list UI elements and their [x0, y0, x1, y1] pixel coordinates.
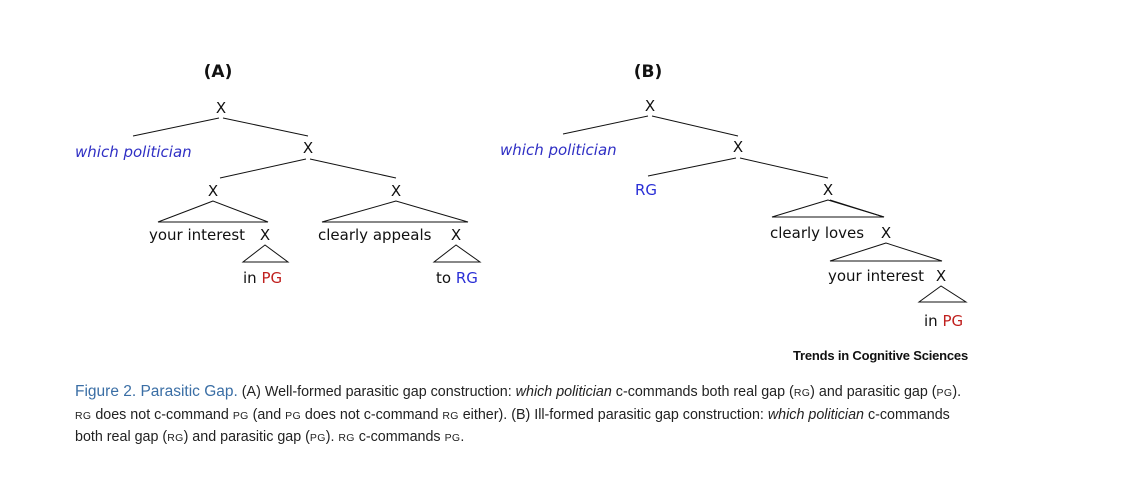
tree-b-leaf-gap: PG [942, 312, 963, 330]
tree-a-node-x3-right: X [391, 182, 401, 200]
tree-b-rg: RG [635, 181, 657, 199]
panel-label-a: (A) [204, 62, 233, 82]
tree-b-triangle-object [829, 242, 943, 262]
caption-abbrev: RG [338, 432, 355, 444]
tree-b-verb-words: clearly loves [770, 224, 864, 242]
tree-a-left-leaf-gap: PG [261, 269, 282, 287]
tree-b-edge-x2-left [647, 157, 737, 177]
tree-a-edge-root-left [132, 117, 220, 137]
tree-a-edge-root-right [222, 117, 309, 137]
tree-a-triangle-right [321, 200, 469, 223]
tree-a-left-words: your interest [149, 226, 245, 244]
tree-a-triangle-right-leaf [432, 244, 482, 263]
tree-a-right-leaf-word: to [436, 269, 451, 287]
tree-a-right-leaf: to RG [436, 269, 478, 287]
caption-abbrev: RG [167, 432, 184, 444]
caption-text: ). [325, 429, 339, 445]
figure-caption: Figure 2. Parasitic Gap. (A) Well-formed… [75, 381, 970, 450]
tree-b: (B) X which politician X RG X clearly lo… [500, 62, 968, 330]
tree-a-node-x3-left: X [208, 182, 218, 200]
caption-text: does not c-command [91, 406, 233, 423]
tree-b-wh-phrase: which politician [500, 141, 617, 159]
panel-label-b: (B) [634, 62, 663, 82]
tree-a-edge-x2-left [219, 158, 307, 179]
tree-a-node-x2: X [303, 139, 313, 157]
tree-b-edge-root-right [651, 115, 739, 137]
caption-abbrev: PG [309, 432, 326, 444]
tree-b-node-x4: X [881, 224, 891, 242]
caption-text: ). [952, 384, 962, 400]
caption-italic: which politician [767, 406, 864, 423]
caption-text: ) and parasitic gap ( [183, 429, 310, 445]
caption-italic: which politician [515, 384, 612, 400]
caption-abbrev: PG [444, 432, 461, 444]
tree-b-edge-x2-right [739, 157, 829, 179]
caption-title: Figure 2. Parasitic Gap. [75, 383, 238, 400]
caption-text: (and [248, 406, 286, 423]
caption-abbrev: PG [285, 409, 301, 422]
tree-b-triangle-leaf [917, 285, 968, 303]
tree-a-left-sub-x: X [260, 226, 270, 244]
caption-abbrev: RG [793, 387, 811, 399]
tree-b-triangle-verb [771, 199, 885, 218]
caption-text: (A) Well-formed parasitic gap constructi… [237, 384, 516, 400]
caption-text: ) and parasitic gap ( [810, 384, 937, 400]
tree-a-triangle-left-leaf [241, 244, 290, 263]
caption-abbrev: RG [442, 409, 459, 422]
tree-a-right-leaf-gap: RG [456, 269, 478, 287]
caption-abbrev: PG [232, 409, 249, 422]
caption-text: either). (B) Ill-formed parasitic gap co… [458, 406, 768, 423]
tree-b-node-x5: X [936, 267, 946, 285]
tree-a-edge-x2-right [309, 158, 397, 179]
caption-text: c-commands both real gap ( [611, 384, 794, 400]
tree-a-triangle-left [157, 200, 269, 223]
caption-abbrev: RG [75, 409, 92, 422]
tree-a: (A) X which politician X X X your intere… [75, 62, 482, 287]
tree-a-right-sub-x: X [451, 226, 461, 244]
tree-b-node-x2: X [733, 138, 743, 156]
tree-b-leaf-word: in [924, 312, 938, 330]
tree-b-root-node: X [645, 97, 655, 115]
tree-a-wh-phrase: which politician [75, 143, 192, 161]
caption-text: does not c-command [300, 406, 443, 423]
tree-a-left-leaf: in PG [243, 269, 282, 287]
tree-b-obj-words: your interest [828, 267, 924, 285]
tree-b-node-x3: X [823, 181, 833, 199]
tree-b-edge-x3-right [829, 199, 885, 218]
tree-b-edge-root-left [562, 115, 649, 135]
journal-name: Trends in Cognitive Sciences [792, 348, 968, 363]
tree-b-leaf: in PG [924, 312, 963, 330]
caption-abbrev: PG [936, 387, 953, 399]
caption-text: . [460, 429, 465, 445]
caption-text: c-commands both real gap ( [75, 406, 950, 446]
tree-a-root-node: X [216, 99, 226, 117]
tree-a-left-leaf-word: in [243, 269, 257, 287]
tree-a-right-words: clearly appeals [318, 226, 432, 244]
caption-text: c-commands [354, 429, 445, 445]
